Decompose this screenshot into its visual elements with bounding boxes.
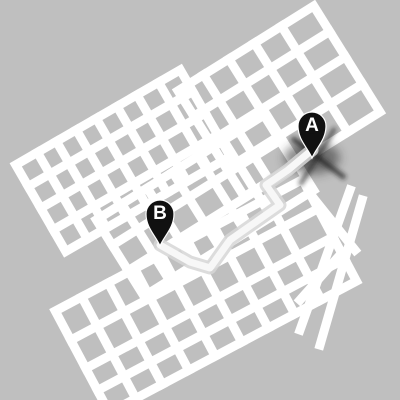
marker-a-center — [302, 114, 322, 134]
route-path — [153, 143, 319, 275]
diagonal-streets — [293, 184, 368, 351]
marker-b-center — [150, 202, 170, 222]
marker-a-label: A — [305, 115, 319, 136]
marker-b-label: B — [153, 203, 167, 224]
marker-b[interactable]: B — [145, 199, 175, 248]
marker-a[interactable]: A — [297, 111, 327, 160]
